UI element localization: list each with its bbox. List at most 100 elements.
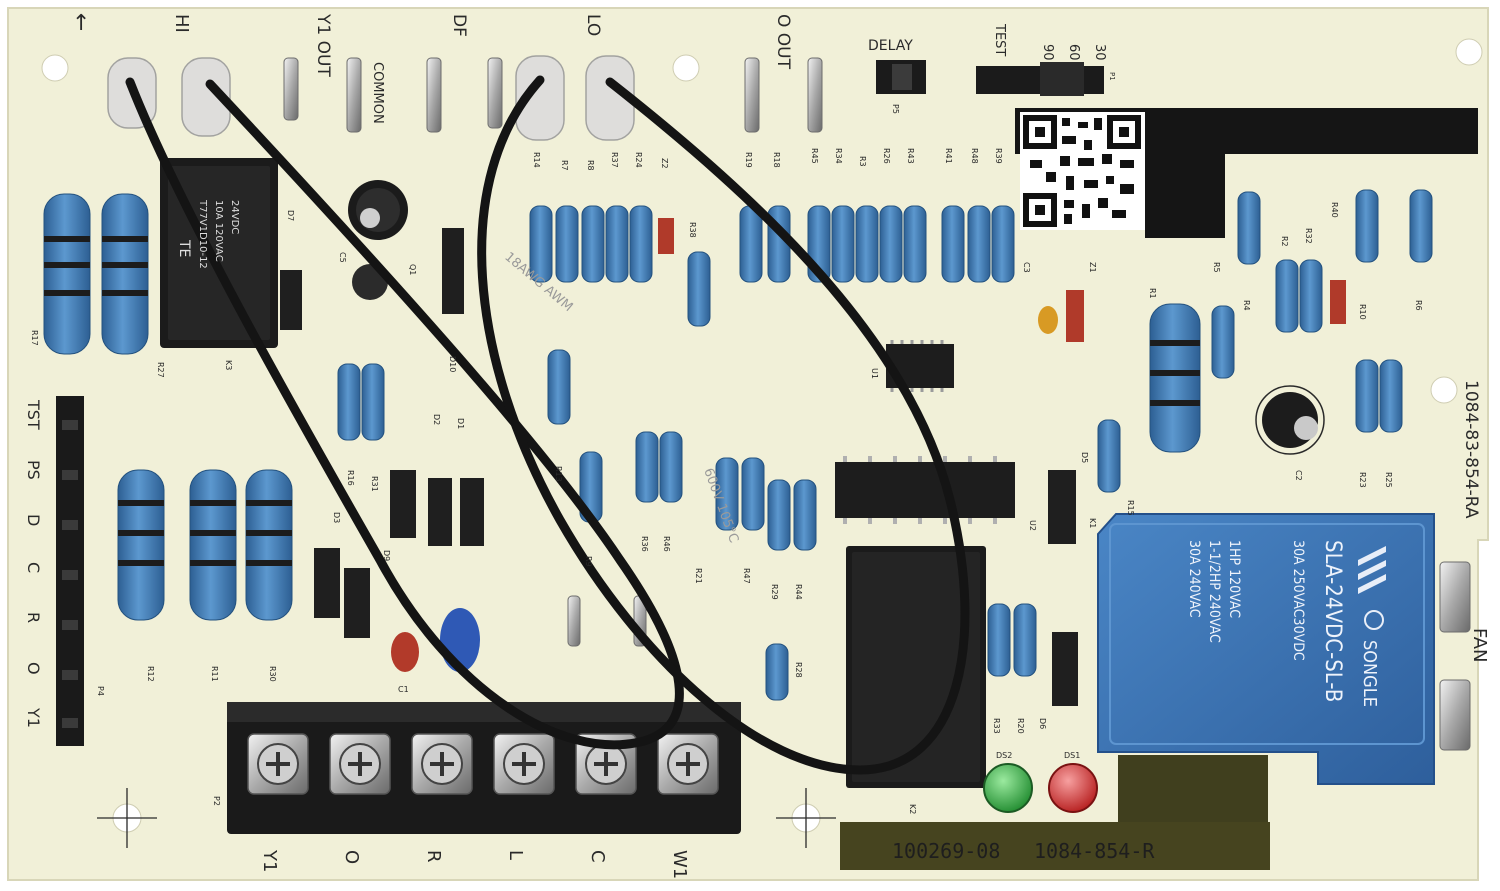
label-p5: P5: [891, 104, 900, 114]
header-label-r: R: [24, 612, 43, 623]
small-relay-rating-1: 10A 120VAC: [213, 200, 224, 262]
ref-d2: D2: [432, 414, 441, 425]
ref-r8: R8: [586, 160, 595, 171]
ref-r43: R43: [906, 148, 915, 164]
ref-r32: R32: [1304, 228, 1313, 244]
ref-d7: D7: [286, 210, 295, 221]
ref-r17: R17: [30, 330, 39, 346]
ref-c2: C2: [1294, 470, 1303, 481]
ref-r27: R27: [156, 362, 165, 378]
label-pin-90: 90: [1040, 44, 1055, 61]
ref-r23: R23: [1358, 472, 1367, 488]
relay-model: SLA-24VDC-SL-B: [1320, 540, 1345, 702]
terminal-label-l: L: [505, 850, 526, 860]
ref-c5: C5: [338, 252, 347, 263]
ref-d1: D1: [456, 418, 465, 429]
ref-r5: R5: [1212, 262, 1221, 273]
relay-rating-4: 30A 240VAC: [1186, 540, 1202, 618]
relay-k3-print: TE T77V1D10-12 10A 120VAC 24VDC: [176, 199, 240, 269]
ref-r6: R6: [1414, 300, 1423, 311]
ref-u2: U2: [1028, 520, 1037, 531]
ref-c1: C1: [398, 685, 409, 694]
ref-r18: R18: [772, 152, 781, 168]
ref-r36: R36: [640, 536, 649, 552]
ref-r2: R2: [1280, 236, 1289, 247]
ref-r38: R38: [688, 222, 697, 238]
resistors: [43, 189, 1433, 701]
label-df: DF: [449, 14, 469, 37]
header-label-tst: TST: [24, 399, 43, 430]
part-number-1: 100269-08: [892, 839, 1000, 863]
qr-code: [1020, 112, 1145, 230]
ref-r16: R16: [346, 470, 355, 486]
leds: [983, 763, 1098, 813]
integrated-circuits: [835, 340, 1015, 788]
ref-ds1: DS1: [1064, 751, 1080, 760]
small-relay-model: T77V1D10-12: [197, 199, 208, 269]
wire-crimp-connectors: [107, 55, 635, 141]
ref-z1: Z1: [1088, 262, 1097, 273]
ref-r1: R1: [1148, 288, 1157, 299]
ref-r48: R48: [970, 148, 979, 164]
terminal-label-c: C: [587, 850, 608, 863]
ref-r25: R25: [1384, 472, 1393, 488]
ref-r39: R39: [994, 148, 1003, 164]
ref-r46: R46: [662, 536, 671, 552]
label-o-out: O OUT: [773, 14, 793, 70]
label-pin-30: 30: [1092, 44, 1107, 61]
diodes: [280, 218, 1346, 706]
ref-r45: R45: [810, 148, 819, 164]
ref-r15: R15: [1126, 500, 1135, 516]
ref-q1: Q1: [408, 264, 417, 275]
left-header-labels: TST PS D C R O Y1: [24, 399, 43, 728]
terminal-labels: Y1 O R L C W1: [259, 849, 690, 879]
terminal-label-o: O: [341, 850, 362, 864]
ref-r30: R30: [268, 666, 277, 682]
label-common: COMMON: [370, 62, 385, 124]
ref-r20: R20: [1016, 718, 1025, 734]
main-relay: [1097, 513, 1435, 785]
ref-r29: R29: [770, 584, 779, 600]
relay-rating-1: 30A 250VAC30VDC: [1290, 540, 1306, 661]
ref-r12: R12: [146, 666, 155, 682]
resistor-bands: [44, 236, 1200, 566]
ref-r26: R26: [882, 148, 891, 164]
ref-r47: R47: [742, 568, 751, 584]
ref-r24: R24: [634, 152, 643, 168]
label-lo: LO: [583, 14, 603, 36]
ref-r34: R34: [834, 148, 843, 164]
reference-designators: R17 R27 K3 C5 Q1 D7 R14 R7 R8 R37 R24 Z2…: [30, 148, 1423, 814]
header-label-ps: PS: [24, 460, 43, 480]
fan-label: FAN: [1469, 628, 1490, 662]
label-p1: P1: [1108, 72, 1116, 81]
pin-headers: [56, 60, 1104, 746]
label-test: TEST: [992, 23, 1007, 56]
ref-r19: R19: [744, 152, 753, 168]
wire-loops: [125, 75, 970, 775]
part-number-2: 1084-854-R: [1034, 839, 1155, 863]
ref-r4: R4: [1242, 300, 1251, 311]
ref-r11: R11: [210, 666, 219, 682]
ref-r14: R14: [532, 152, 541, 168]
label-p4: P4: [96, 686, 105, 696]
side-code: 1084-83-854-RA: [1461, 380, 1481, 519]
ref-c3: C3: [1022, 262, 1031, 273]
ref-r13: R13: [554, 466, 563, 482]
ref-ds2: DS2: [996, 751, 1012, 760]
header-label-o: O: [24, 662, 43, 675]
header-label-y1: Y1: [24, 707, 43, 728]
label-hi: HI: [171, 14, 192, 33]
relay-k1-print: SLA-24VDC-SL-B 30A 250VAC30VDC 1HP 120VA…: [1186, 540, 1380, 707]
ref-r41: R41: [944, 148, 953, 164]
ref-r7: R7: [560, 160, 569, 171]
header-label-d: D: [24, 514, 43, 526]
ref-z2: Z2: [660, 158, 669, 169]
spade-terminals: [283, 57, 1471, 751]
ref-d9: D9: [382, 550, 391, 561]
header-label-c: C: [24, 562, 43, 573]
terminal-label-y1: Y1: [259, 849, 280, 872]
label-k1: K1: [1088, 518, 1097, 528]
ref-d3: D3: [332, 512, 341, 523]
ref-r28: R28: [794, 662, 803, 678]
